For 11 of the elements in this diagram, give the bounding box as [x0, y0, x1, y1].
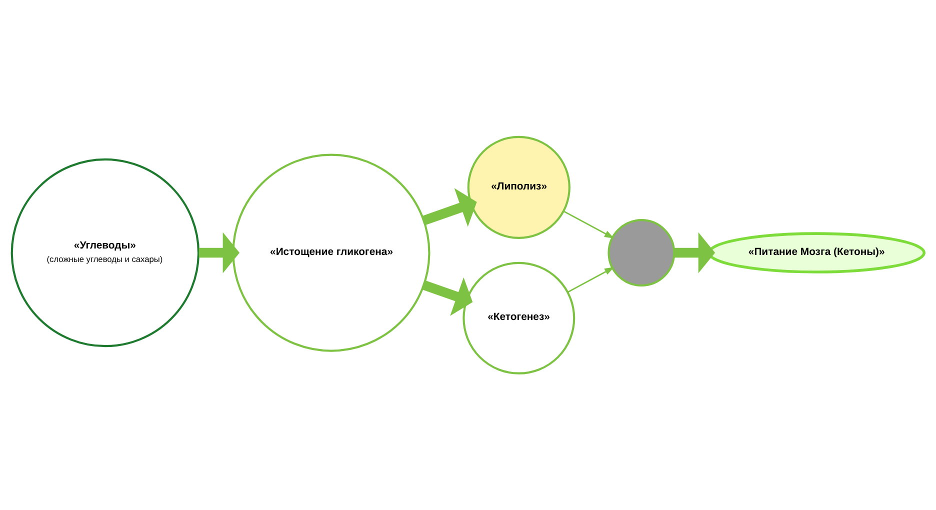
node-circle: «Кетогенез»: [462, 262, 576, 374]
node-circle: «Углеводы» (сложные углеводы и сахары): [10, 158, 200, 348]
node-circle: [608, 219, 676, 286]
node-circle: «Липолиз»: [467, 136, 570, 239]
arrow: [198, 232, 240, 274]
arrow: [567, 267, 614, 293]
arrow: [563, 210, 614, 238]
arrow: [422, 277, 473, 316]
node-circle: «Истощение гликогена»: [232, 154, 430, 352]
arrow: [674, 232, 716, 274]
arrow: [422, 188, 477, 227]
